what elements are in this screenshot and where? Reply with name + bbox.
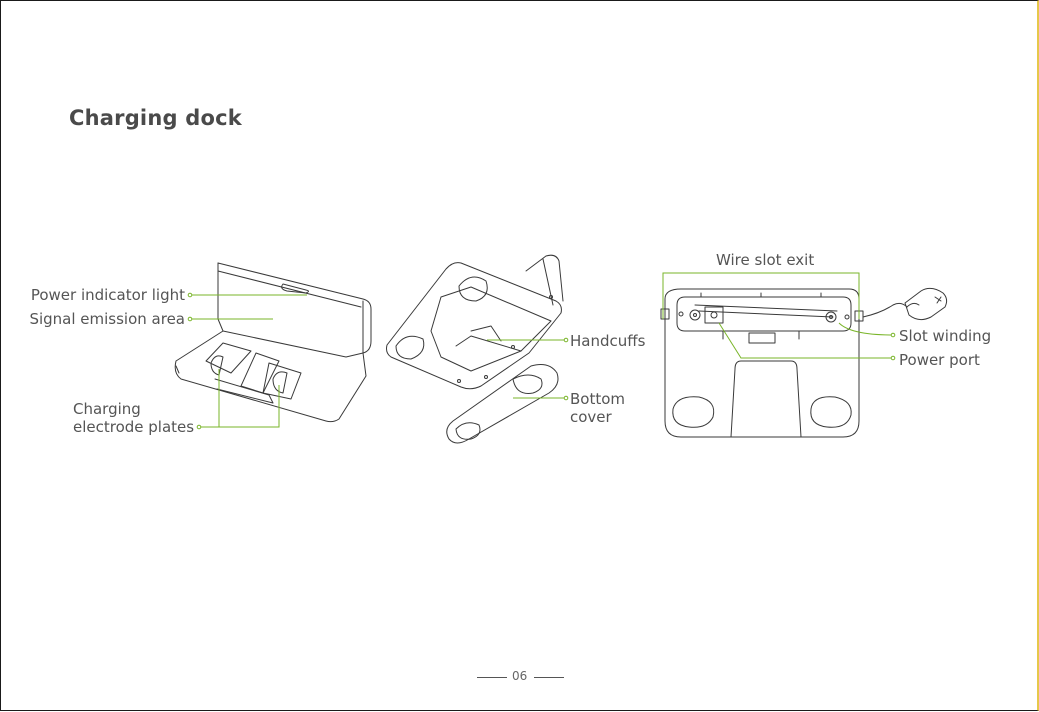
label-power-indicator-light: Power indicator light [21, 286, 185, 304]
label-bottom-cover-line2: cover [570, 408, 625, 426]
label-bottom-cover-line1: Bottom [570, 390, 625, 408]
label-charging-electrode-plates-line2: electrode plates [73, 418, 194, 436]
footer-rule-right [534, 677, 564, 678]
label-charging-electrode-plates-line1: Charging [73, 400, 194, 418]
label-signal-emission-area: Signal emission area [21, 310, 185, 328]
label-slot-winding: Slot winding [899, 327, 991, 345]
page-number: 06 [512, 669, 527, 683]
label-charging-electrode-plates: Charging electrode plates [73, 400, 194, 436]
page-footer: 06 [1, 667, 1039, 687]
dock-front-view [175, 263, 371, 422]
footer-rule-left [477, 677, 507, 678]
label-wire-slot-exit: Wire slot exit [716, 251, 814, 269]
label-handcuffs: Handcuffs [570, 332, 645, 350]
label-power-port: Power port [899, 351, 980, 369]
dock-underside-exploded [387, 255, 564, 443]
label-bottom-cover: Bottom cover [570, 390, 625, 426]
